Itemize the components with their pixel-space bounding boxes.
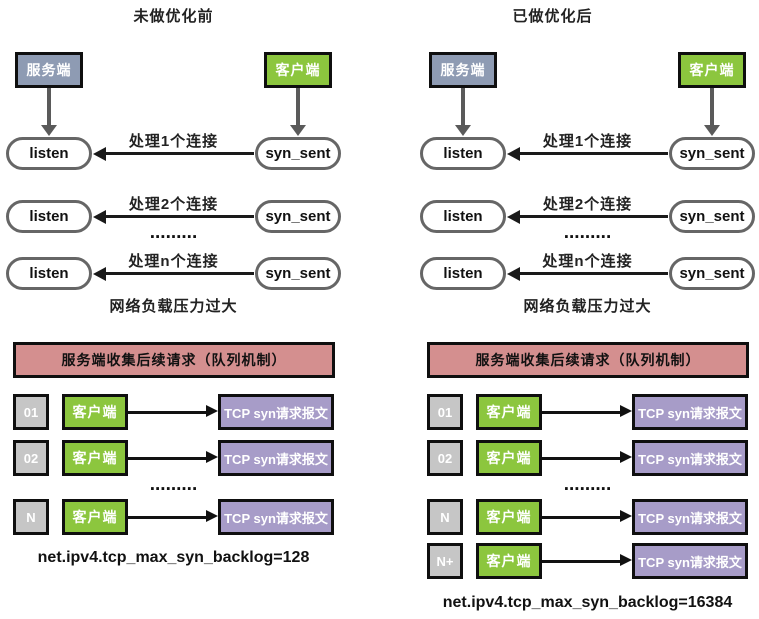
listen-state: listen [420, 137, 506, 170]
panel-title: 未做优化前 [133, 8, 214, 25]
down-arrow-icon [704, 88, 720, 136]
server-box: 服务端 [429, 52, 497, 88]
sysctl-text: net.ipv4.tcp_max_syn_backlog=128 [37, 549, 310, 566]
listen-state: listen [6, 200, 92, 233]
queue-row: 02 客户端 TCP syn请求报文 [13, 440, 334, 476]
client-slot: 客户端 [669, 52, 755, 88]
connection-label: 处理n个连接 [542, 253, 633, 270]
queue-banner: 服务端收集后续请求（队列机制） [427, 342, 749, 378]
packet-box: TCP syn请求报文 [218, 440, 334, 476]
queue-row: 02 客户端 TCP syn请求报文 [427, 440, 748, 476]
left-arrow-icon: 处理n个连接 [93, 253, 254, 290]
connection-row: listen 处理1个连接 syn_sent [420, 133, 755, 170]
listen-state: listen [6, 257, 92, 290]
client-box: 客户端 [476, 543, 542, 579]
connection-label: 处理1个连接 [128, 133, 219, 150]
ellipsis-dots: ......... [563, 222, 612, 243]
client-box: 客户端 [476, 440, 542, 476]
queue-index: 02 [427, 440, 463, 476]
client-box: 客户端 [264, 52, 332, 88]
queue-row: 01 客户端 TCP syn请求报文 [13, 394, 334, 430]
down-arrow-icon [455, 88, 471, 136]
left-arrow-icon: 处理2个连接 [93, 196, 254, 233]
packet-box: TCP syn请求报文 [632, 440, 748, 476]
overload-text: 网络负载压力过大 [523, 298, 652, 315]
down-arrows-row [420, 88, 755, 136]
right-arrow-icon [542, 499, 632, 535]
left-arrow-icon: 处理2个连接 [507, 196, 668, 233]
syn-sent-state: syn_sent [255, 200, 341, 233]
packet-box: TCP syn请求报文 [632, 394, 748, 430]
syn-sent-state: syn_sent [669, 200, 755, 233]
packet-box: TCP syn请求报文 [632, 543, 748, 579]
syn-sent-state: syn_sent [669, 137, 755, 170]
client-box: 客户端 [62, 394, 128, 430]
connection-row: listen 处理2个连接 syn_sent [6, 196, 341, 233]
client-box: 客户端 [62, 440, 128, 476]
overload-text: 网络负载压力过大 [109, 298, 238, 315]
client-box: 客户端 [476, 394, 542, 430]
queue-row: 01 客户端 TCP syn请求报文 [427, 394, 748, 430]
panel-title: 已做优化后 [512, 8, 593, 25]
right-arrow-icon [128, 394, 218, 430]
endpoint-row: 服务端 客户端 [420, 52, 755, 88]
client-box: 客户端 [62, 499, 128, 535]
endpoint-row: 服务端 客户端 [6, 52, 341, 88]
client-slot: 客户端 [255, 52, 341, 88]
queue-row: N 客户端 TCP syn请求报文 [13, 499, 334, 535]
connection-row: listen 处理n个连接 syn_sent [6, 253, 341, 290]
ellipsis-dots: ......... [563, 474, 612, 495]
before-panel: 未做优化前 服务端 客户端 listen 处理1个连接 syn_sent lis… [6, 0, 341, 619]
queue-row: N+ 客户端 TCP syn请求报文 [427, 543, 748, 579]
right-arrow-icon [542, 440, 632, 476]
right-arrow-icon [128, 499, 218, 535]
syn-sent-state: syn_sent [669, 257, 755, 290]
connection-row: listen 处理2个连接 syn_sent [420, 196, 755, 233]
after-panel: 已做优化后 服务端 客户端 listen 处理1个连接 syn_sent lis… [379, 0, 759, 619]
queue-row: N 客户端 TCP syn请求报文 [427, 499, 748, 535]
server-slot: 服务端 [6, 52, 92, 88]
queue-index: N [13, 499, 49, 535]
sysctl-text: net.ipv4.tcp_max_syn_backlog=16384 [442, 594, 733, 611]
client-box: 客户端 [476, 499, 542, 535]
ellipsis-dots: ......... [149, 222, 198, 243]
right-arrow-icon [542, 394, 632, 430]
left-arrow-icon: 处理n个连接 [507, 253, 668, 290]
connection-row: listen 处理1个连接 syn_sent [6, 133, 341, 170]
queue-index: 02 [13, 440, 49, 476]
listen-state: listen [420, 200, 506, 233]
listen-state: listen [420, 257, 506, 290]
ellipsis-dots: ......... [149, 474, 198, 495]
down-arrows-row [6, 88, 341, 136]
queue-banner: 服务端收集后续请求（队列机制） [13, 342, 335, 378]
left-arrow-icon: 处理1个连接 [507, 133, 668, 170]
connection-label: 处理n个连接 [128, 253, 219, 270]
queue-index: N+ [427, 543, 463, 579]
down-arrow-icon [41, 88, 57, 136]
connection-label: 处理1个连接 [542, 133, 633, 150]
server-box: 服务端 [15, 52, 83, 88]
queue-index: N [427, 499, 463, 535]
connection-row: listen 处理n个连接 syn_sent [420, 253, 755, 290]
right-arrow-icon [128, 440, 218, 476]
left-arrow-icon: 处理1个连接 [93, 133, 254, 170]
packet-box: TCP syn请求报文 [632, 499, 748, 535]
after-panel-inner: 已做优化后 服务端 客户端 listen 处理1个连接 syn_sent lis… [420, 0, 755, 619]
syn-sent-state: syn_sent [255, 137, 341, 170]
connection-label: 处理2个连接 [542, 196, 633, 213]
queue-index: 01 [427, 394, 463, 430]
syn-sent-state: syn_sent [255, 257, 341, 290]
before-panel-inner: 未做优化前 服务端 客户端 listen 处理1个连接 syn_sent lis… [6, 0, 341, 619]
queue-index: 01 [13, 394, 49, 430]
down-arrow-icon [290, 88, 306, 136]
packet-box: TCP syn请求报文 [218, 499, 334, 535]
connection-label: 处理2个连接 [128, 196, 219, 213]
packet-box: TCP syn请求报文 [218, 394, 334, 430]
right-arrow-icon [542, 543, 632, 579]
client-box: 客户端 [678, 52, 746, 88]
server-slot: 服务端 [420, 52, 506, 88]
listen-state: listen [6, 137, 92, 170]
